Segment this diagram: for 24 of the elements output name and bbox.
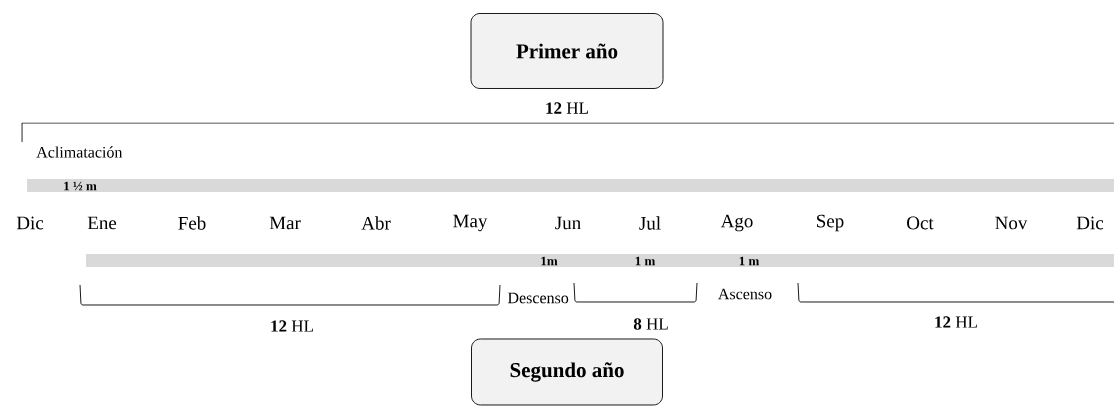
phase-label: Descenso [507, 292, 569, 304]
duration-label: 12 HL [935, 316, 977, 328]
month-label: Ago [720, 214, 753, 232]
month-label: Nov [995, 216, 1028, 230]
phase-label: Aclimatación [36, 146, 123, 158]
month-label: Jul [639, 216, 661, 230]
bar-label: 1m [541, 256, 558, 266]
month-label: Dic [1076, 216, 1104, 230]
bar-label: 1 m [739, 256, 760, 266]
month-label: Sep [817, 214, 844, 232]
month-label: Abr [361, 216, 391, 230]
year-box: Segundo año [471, 338, 663, 406]
duration-label: 12 HL [271, 320, 313, 332]
month-label: Mar [269, 216, 301, 230]
month-label: Jun [555, 216, 581, 230]
bar-label: 1 ½ m [64, 181, 97, 191]
month-label: Oct [907, 216, 934, 230]
month-label: Dic [16, 216, 44, 230]
bar-label: 1 m [635, 256, 656, 266]
year-box: Primer año [470, 13, 664, 89]
month-label: May [453, 214, 488, 232]
phase-label: Ascenso [718, 288, 772, 300]
month-label: Feb [178, 216, 206, 230]
month-label: Ene [87, 216, 117, 230]
